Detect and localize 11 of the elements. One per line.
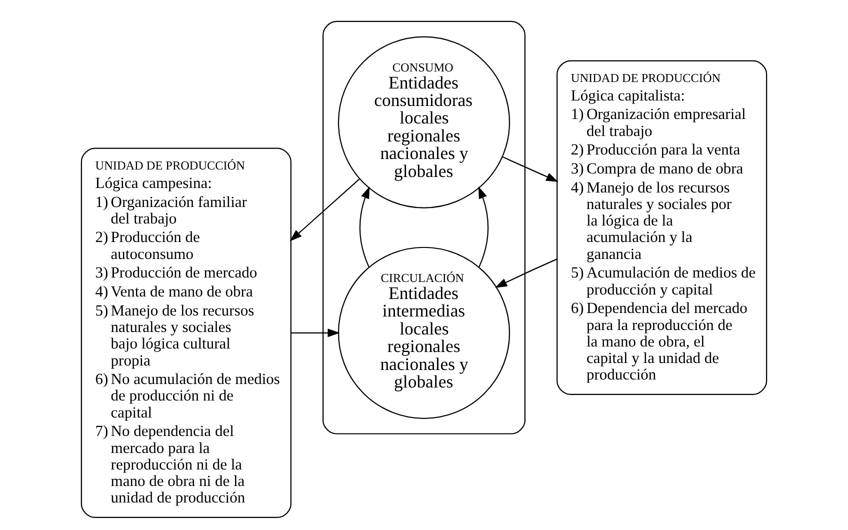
node-circle: CIRCULACIÓN Entidades intermedias locales regionales nacionales y globales bbox=[338, 246, 510, 419]
node-circle: CONSUMO Entidades consumidoras locales regionales nacionales y globales bbox=[338, 36, 510, 208]
arrow bbox=[478, 186, 489, 268]
node-box: UNIDAD DE PRODUCCIÓN Lógica capitalista: 1) Organización empresarial del trabajo 2) Producción para la venta 3) Compra de mano de obra 4) Manejo de los recursos naturales y sociales por la lógica de la acumulación y la ganancia 5) Acumulación de medios de producción y capital 6) Dependencia del mercado para la reproducción de la mano de obra, el capital y la unidad de producción bbox=[556, 60, 768, 395]
arrow bbox=[359, 186, 370, 268]
arrow bbox=[502, 156, 558, 182]
arrow bbox=[494, 258, 558, 288]
cluster bbox=[322, 20, 526, 434]
arrow bbox=[290, 178, 360, 242]
node-box: UNIDAD DE PRODUCCIÓN Lógica campesina: 1) Organización familiar del trabajo 2) Producción de autoconsumo 3) Producción de mercado 4) Venta de mano de obra 5) Manejo de los recursos naturales y sociales bajo lógica cultural propia 6) No acumulación de medios de producción ni de capital 7) No dependencia del mercado para la reproducción ni de la mano de obra ni de la unidad de producción bbox=[80, 148, 292, 518]
arrow bbox=[290, 328, 340, 338]
